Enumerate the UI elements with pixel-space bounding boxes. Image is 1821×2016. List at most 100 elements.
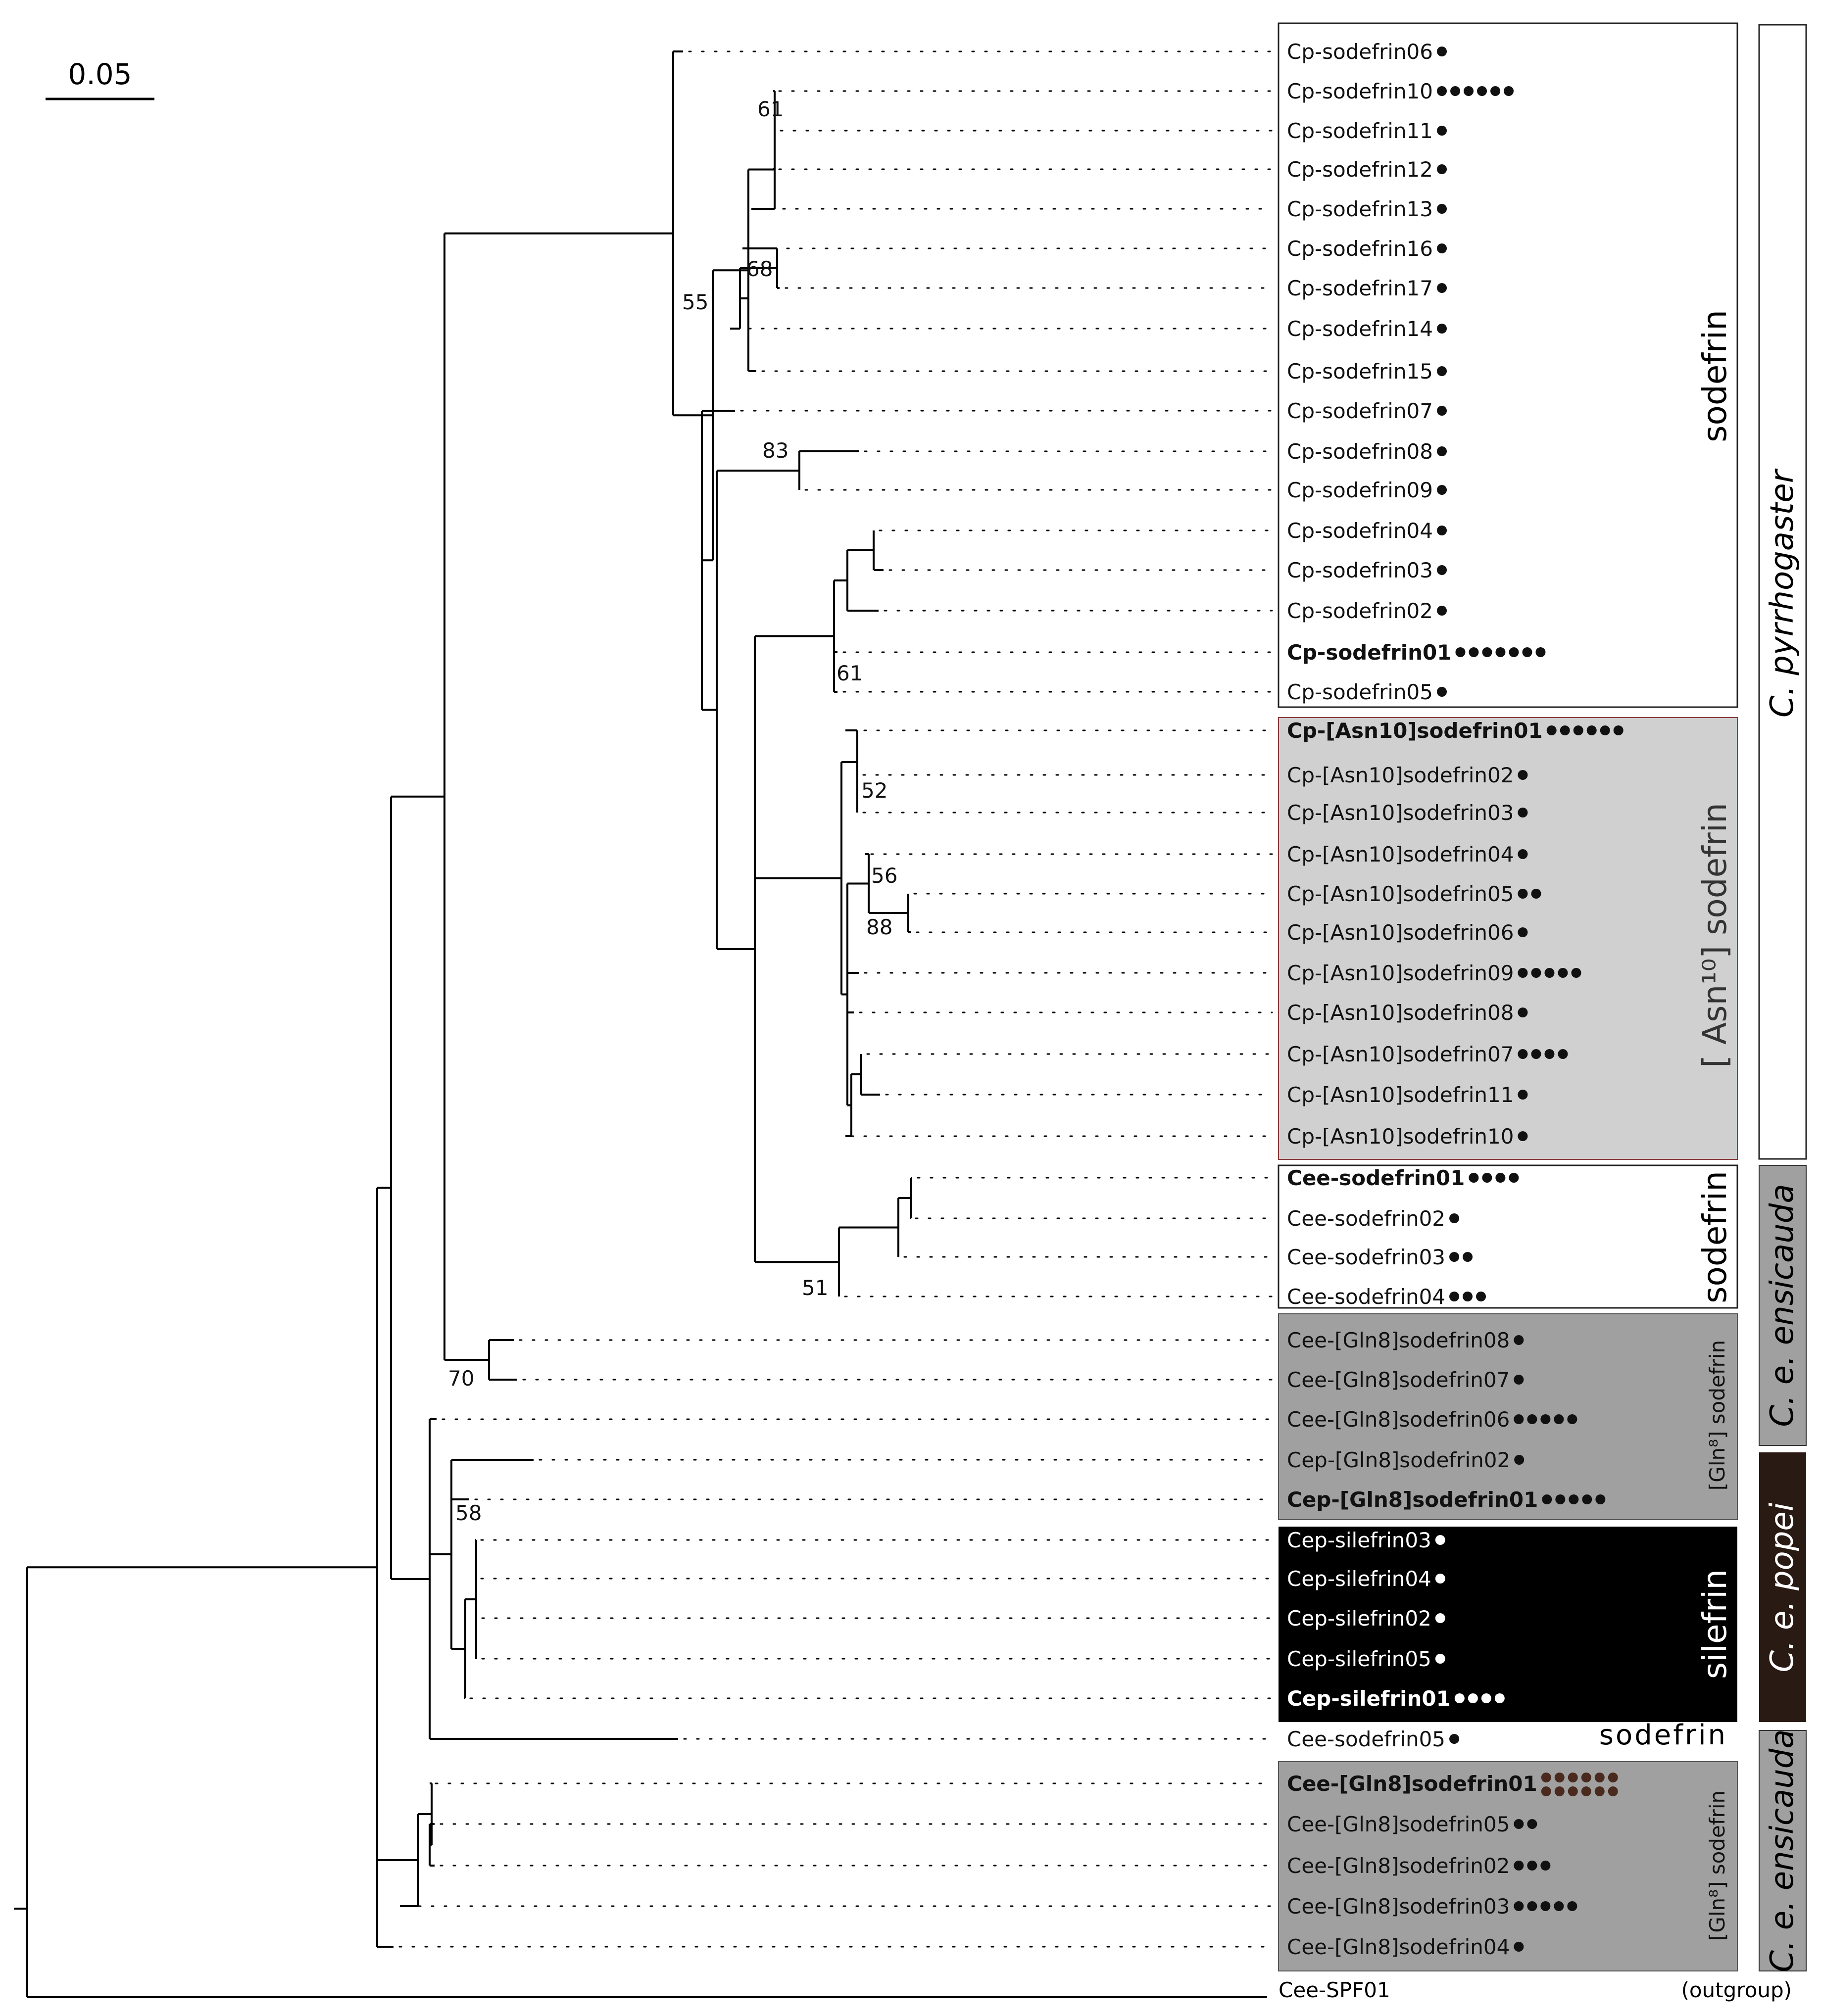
abundance-dot	[1531, 889, 1541, 899]
species-label-ensicauda-lower: C. e. ensicauda	[1764, 1729, 1801, 1972]
taxon-label: Cp-[Asn10]sodefrin09	[1287, 961, 1514, 985]
abundance-dot	[1567, 1901, 1577, 1911]
abundance-dot	[1554, 1773, 1565, 1782]
taxon-label: Cp-sodefrin02	[1287, 599, 1433, 623]
abundance-dot	[1586, 725, 1597, 735]
abundance-dot	[1554, 1901, 1564, 1911]
abundance-dot	[1568, 1786, 1578, 1796]
abundance-dot	[1569, 1494, 1579, 1504]
taxon-label: Cep-[Gln8]sodefrin01	[1287, 1488, 1538, 1512]
abundance-dot	[1509, 1173, 1519, 1183]
abundance-dot	[1535, 647, 1546, 657]
abundance-dot	[1482, 1173, 1492, 1183]
group-labels: sodefrin [ Asn¹⁰] sodefrin sodefrin [Gln…	[1599, 310, 1734, 1941]
abundance-dot	[1613, 725, 1624, 735]
taxon-label: Cp-[Asn10]sodefrin11	[1287, 1083, 1514, 1107]
taxon-label: Cep-[Gln8]sodefrin02	[1287, 1448, 1510, 1472]
abundance-dot	[1437, 126, 1447, 136]
abundance-dot	[1554, 1414, 1564, 1424]
abundance-dot	[1518, 927, 1528, 937]
abundance-dot	[1463, 1292, 1473, 1301]
bootstrap-value: 70	[448, 1366, 474, 1391]
abundance-dot	[1600, 725, 1610, 735]
bootstrap-value: 51	[802, 1276, 828, 1300]
box-cp-sodefrin	[1278, 22, 1738, 708]
taxon-label: Cp-sodefrin11	[1287, 119, 1433, 143]
taxon-label: Cp-sodefrin07	[1287, 399, 1433, 423]
abundance-dot	[1437, 324, 1447, 334]
taxon-label: Cee-[Gln8]sodefrin08	[1287, 1328, 1510, 1352]
abundance-dot	[1581, 1773, 1591, 1782]
taxon-label: Cp-[Asn10]sodefrin04	[1287, 842, 1514, 866]
abundance-dot	[1481, 1693, 1491, 1703]
abundance-dot	[1435, 1613, 1445, 1623]
abundance-dot	[1522, 647, 1532, 657]
group-label-cp-asn10: [ Asn¹⁰] sodefrin	[1696, 803, 1734, 1068]
taxon-label: Cee-[Gln8]sodefrin01	[1287, 1772, 1537, 1796]
taxon-label: Cp-[Asn10]sodefrin08	[1287, 1001, 1514, 1025]
bootstrap-value: 83	[762, 438, 788, 463]
taxon-label: Cee-sodefrin05	[1287, 1727, 1445, 1751]
abundance-dot	[1608, 1773, 1618, 1782]
abundance-dot	[1437, 204, 1447, 214]
taxon-label: Cep-silefrin03	[1287, 1528, 1431, 1552]
taxon-label: Cp-[Asn10]sodefrin03	[1287, 801, 1514, 825]
outgroup-note: (outgroup)	[1681, 1978, 1792, 2002]
taxon-label: Cp-sodefrin13	[1287, 197, 1433, 221]
abundance-dot	[1540, 1901, 1551, 1911]
abundance-dot	[1455, 647, 1466, 657]
taxon-label: Cee-[Gln8]sodefrin05	[1287, 1812, 1510, 1836]
species-bars	[1758, 24, 1807, 1971]
taxon-label: Cp-[Asn10]sodefrin05	[1287, 882, 1514, 906]
species-label-pyrrhogaster: C. pyrrhogaster	[1764, 468, 1801, 718]
abundance-dot	[1518, 968, 1528, 978]
abundance-dot	[1546, 725, 1557, 735]
taxon-label: Cp-sodefrin14	[1287, 317, 1433, 341]
box-cep-silefrin	[1279, 1527, 1737, 1722]
taxon-label: Cp-sodefrin01	[1287, 640, 1451, 665]
species-labels: C. pyrrhogaster C. e. ensicauda C. e. po…	[1764, 468, 1801, 1972]
species-bar-popei	[1759, 1452, 1806, 1722]
abundance-dot	[1509, 647, 1519, 657]
box-cee-sodefrin	[1278, 1164, 1738, 1309]
group-label-cee-sodefrin: sodefrin	[1696, 1171, 1734, 1303]
abundance-dot	[1514, 1455, 1525, 1465]
abundance-dot	[1568, 1773, 1578, 1782]
abundance-dot	[1544, 1049, 1555, 1059]
abundance-dot	[1573, 725, 1583, 735]
bootstrap-value: 68	[746, 257, 773, 281]
abundance-dot	[1437, 485, 1447, 495]
abundance-dot	[1437, 406, 1447, 416]
abundance-dot	[1514, 1861, 1524, 1871]
abundance-dot	[1571, 968, 1581, 978]
taxon-label: Cp-sodefrin10	[1287, 79, 1433, 103]
abundance-dot	[1449, 1734, 1460, 1744]
abundance-dot	[1437, 86, 1447, 96]
bootstrap-value: 61	[837, 661, 863, 685]
taxon-label: Cep-silefrin01	[1287, 1686, 1451, 1711]
abundance-dot	[1540, 1414, 1551, 1424]
abundance-dot	[1558, 968, 1568, 978]
group-label-gln8-upper: [Gln⁸] sodefrin	[1705, 1340, 1729, 1490]
taxon-label: Cep-silefrin02	[1287, 1606, 1431, 1631]
abundance-dot	[1531, 1049, 1541, 1059]
box-cp-asn10	[1278, 717, 1738, 1160]
taxon-label: Cp-[Asn10]sodefrin01	[1287, 719, 1543, 743]
abundance-dot	[1437, 687, 1447, 697]
abundance-dot	[1518, 1090, 1528, 1100]
abundance-dot	[1514, 1819, 1524, 1829]
abundance-dot	[1437, 565, 1447, 575]
abundance-dot	[1514, 1414, 1524, 1424]
abundance-dot	[1504, 86, 1514, 96]
taxon-label: Cp-sodefrin16	[1287, 237, 1433, 261]
abundance-dot	[1435, 1654, 1445, 1664]
abundance-dot	[1595, 1494, 1606, 1504]
abundance-dot	[1514, 1942, 1524, 1952]
taxon-label: Cp-sodefrin17	[1287, 276, 1433, 300]
taxon-label: Cee-sodefrin01	[1287, 1166, 1465, 1190]
group-label-cp-sodefrin: sodefrin	[1696, 310, 1734, 442]
abundance-dot	[1450, 86, 1461, 96]
scale-bar-label: 0.05	[68, 57, 132, 91]
abundance-dot	[1527, 1819, 1537, 1829]
box-gln8-lower	[1278, 1761, 1738, 1971]
